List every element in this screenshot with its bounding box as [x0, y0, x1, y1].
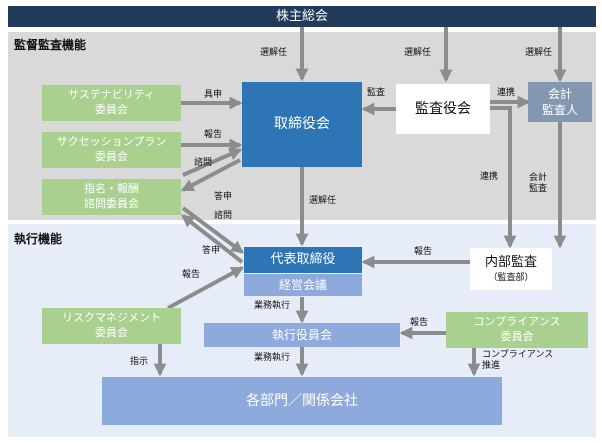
departments-affiliates: 各部門／関係会社 [102, 377, 502, 425]
label-elect-ceo: 選解任 [309, 196, 337, 206]
executive-officers-meeting: 執行役員会 [204, 323, 400, 347]
arrow-coop-left [479, 101, 517, 249]
label-exec-duty2: 業務執行 [254, 353, 291, 363]
label-answer-ceo: 答申 [202, 246, 221, 256]
label-answer-nom: 答申 [214, 192, 233, 202]
representative-director: 代表取締役 [244, 247, 362, 273]
management-meeting: 経営会議 [244, 274, 362, 296]
execution-zone-label: 執行機能 [14, 232, 63, 246]
label-report-comp: 報告 [410, 318, 429, 328]
label-report-succ: 報告 [204, 130, 223, 140]
arrow-nom-board [182, 148, 243, 177]
label-elect-audit: 選解任 [404, 48, 432, 58]
internal-audit-dept: （監査部） [488, 272, 534, 283]
nomination-compensation-committee: 指名・報酬 諮問委員会 [42, 179, 181, 215]
arrow-board-nom [180, 158, 241, 192]
label-instruct: 指示 [130, 357, 149, 367]
label-consult-ceo: 諮問 [214, 211, 233, 221]
risk-management-committee: リスクマネジメント 委員会 [42, 308, 181, 344]
sustainability-committee: サステナビリティ 委員会 [42, 85, 181, 121]
label-elect-board: 選解任 [260, 48, 288, 58]
internal-audit-title: 内部監査 [484, 255, 537, 271]
internal-audit: 内部監査 （監査部） [470, 248, 552, 290]
label-report-sust: 具申 [204, 90, 223, 100]
label-audit: 監査 [367, 88, 386, 98]
arrow-risk-ceo [167, 266, 245, 310]
arrow-ceo-nom [181, 214, 244, 264]
label-coop-left: 連携 [480, 172, 499, 182]
label-report-risk: 報告 [182, 270, 201, 280]
supervision-zone-label: 監督監査機能 [14, 38, 87, 52]
shareholders-meeting: 株主総会 [8, 6, 596, 27]
board-of-directors: 取締役会 [242, 82, 362, 167]
label-report-internal: 報告 [414, 247, 433, 257]
label-acct-audit: 会計 監査 [529, 173, 548, 195]
succession-plan-committee: サクセッションプラン 委員会 [42, 132, 181, 168]
label-comp-promo: コンプライアンス 推進 [482, 350, 554, 372]
audit-board: 監査役会 [396, 84, 490, 134]
accounting-auditor: 会計 監査人 [528, 82, 592, 122]
label-consult-nom: 諮問 [194, 158, 213, 168]
compliance-committee: コンプライアンス 委員会 [446, 312, 588, 348]
label-coop-top: 連携 [497, 88, 516, 98]
label-exec-duty1: 業務執行 [254, 301, 291, 311]
label-elect-acct: 選解任 [525, 48, 553, 58]
